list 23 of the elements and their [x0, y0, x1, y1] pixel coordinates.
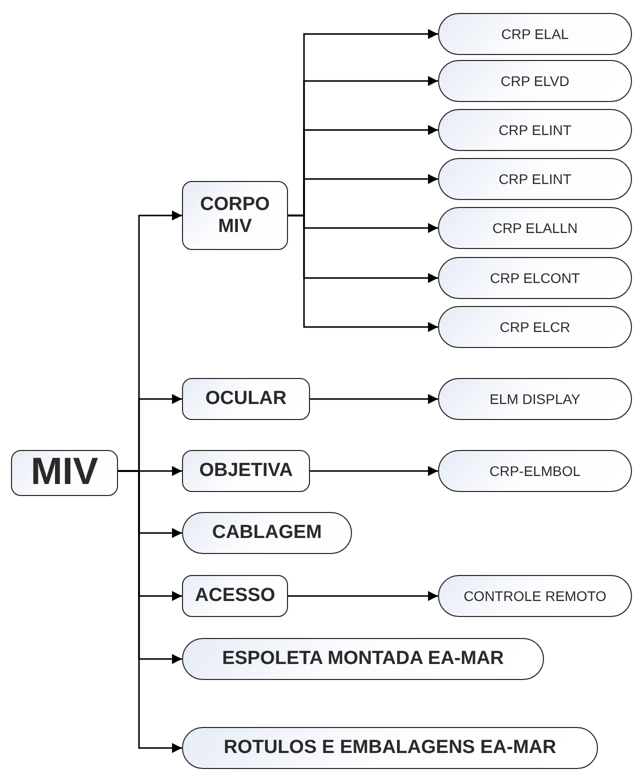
item-box: CONTROLE REMOTO — [438, 575, 632, 617]
category-box: ROTULOS E EMBALAGENS EA-MAR — [182, 727, 598, 769]
connector-arrow — [310, 466, 438, 476]
connector-arrow — [288, 591, 438, 601]
item-box: CRP ELINT — [438, 158, 632, 200]
item-box: ELM DISPLAY — [438, 378, 632, 420]
category-box: CABLAGEM — [182, 512, 352, 554]
category-box: OBJETIVA — [182, 450, 310, 492]
category-box: CORPO MIV — [182, 181, 288, 250]
item-box: CRP ELINT — [438, 109, 632, 151]
item-box: CRP ELCR — [438, 306, 632, 348]
item-box: CRP ELVD — [438, 60, 632, 102]
connector-arrow — [310, 394, 438, 404]
connector-arrow — [118, 470, 182, 753]
item-box: CRP-ELMBOL — [438, 450, 632, 492]
item-box: CRP ELCONT — [438, 257, 632, 299]
category-box: ACESSO — [182, 575, 288, 617]
connector-arrow — [288, 214, 438, 332]
item-box: CRP ELAL — [438, 13, 632, 55]
category-box: ESPOLETA MONTADA EA-MAR — [182, 638, 544, 680]
item-box: CRP ELALLN — [438, 207, 632, 249]
category-box: OCULAR — [182, 378, 310, 420]
root-box: MIV — [11, 450, 118, 496]
